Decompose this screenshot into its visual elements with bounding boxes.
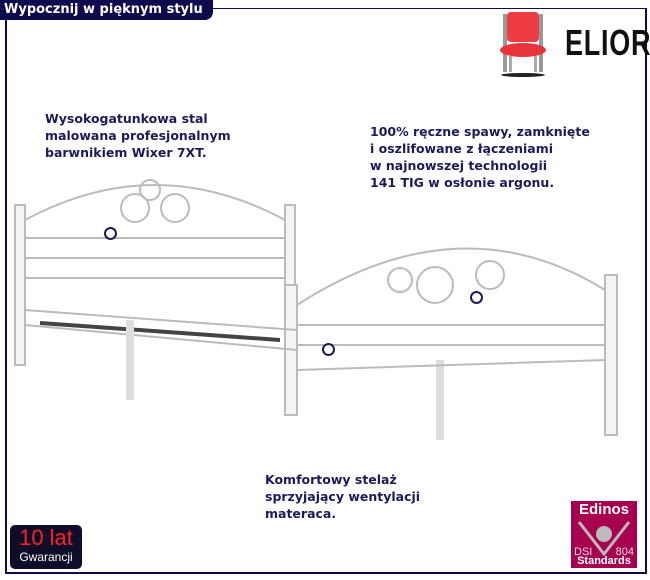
banner-title: Wypocznij w pięknym stylu	[0, 0, 213, 20]
banner-frame	[5, 8, 647, 574]
certificate-title: Edinos	[578, 501, 629, 518]
warranty-years: 10 lat	[19, 525, 73, 550]
warranty-badge: 10 lat Gwarancji	[10, 525, 82, 569]
annotation-line: 141 TIG w osłonie argonu.	[370, 175, 555, 190]
certificate-left: DSI	[574, 546, 593, 558]
bed-image	[14, 179, 618, 440]
annotation-marker	[104, 227, 117, 240]
annotation-frame: Komfortowy stelaż sprzyjający wentylacji…	[265, 471, 420, 522]
annotation-line: Komfortowy stelaż	[265, 472, 397, 487]
annotation-line: materaca.	[265, 506, 337, 521]
brand-logo: ELIOR	[565, 22, 650, 63]
annotation-line: sprzyjający wentylacji	[265, 489, 421, 504]
annotation-marker	[322, 343, 335, 356]
warranty-label: Gwarancji	[19, 550, 73, 564]
certificate-right: 804	[615, 546, 634, 558]
annotation-line: malowana profesjonalnym	[45, 128, 231, 143]
annotation-line: Wysokogatunkowa stal	[45, 111, 208, 126]
annotation-line: barwnikiem Wixer 7XT.	[45, 145, 207, 160]
chair-icon	[495, 10, 555, 82]
annotation-line: i oszlifowane z łączeniami	[370, 141, 554, 156]
certificate-emblem-icon	[577, 521, 631, 556]
annotation-line: w najnowszej technologii	[370, 158, 548, 173]
certificate-bottom: Standards	[577, 555, 631, 567]
annotation-welds: 100% ręczne spawy, zamknięte i oszlifowa…	[370, 123, 590, 191]
annotation-marker	[470, 291, 483, 304]
annotation-line: 100% ręczne spawy, zamknięte	[370, 124, 590, 139]
annotation-steel: Wysokogatunkowa stal malowana profesjona…	[45, 110, 231, 161]
certificate-badge: Edinos DSI 804 Standards	[571, 501, 637, 568]
